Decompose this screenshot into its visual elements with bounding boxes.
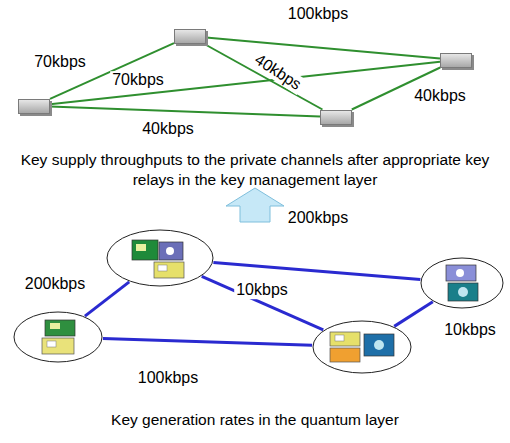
link-line [213,262,420,279]
link-line [103,338,312,345]
rate-label: 40kbps [412,87,468,105]
qkd-site-ellipse [312,320,412,374]
ellipse-outline [107,230,213,286]
qkd-site-ellipse [106,229,214,287]
ellipse-outline [13,311,103,363]
ellipse-outline [14,312,102,362]
link-line [50,107,320,117]
ellipse-outline [106,229,214,287]
rate-label: 40kbps [250,49,306,94]
rate-label: 100kbps [136,369,201,387]
rate-label: 40kbps [140,120,196,138]
qkd-site-ellipse [13,311,103,363]
device-group [446,265,478,301]
link-line [206,37,440,58]
ellipse-outline [313,321,411,373]
qkd-site-ellipse [420,257,504,309]
rate-label: 10kbps [234,281,290,299]
rate-label: 200kbps [286,209,351,227]
device-group [132,240,184,278]
ellipse-outline [312,320,412,374]
layer-caption: Key generation rates in the quantum laye… [20,410,490,430]
rate-label: 200kbps [23,275,88,293]
link-line [50,43,174,99]
rate-label: 70kbps [110,71,166,89]
rate-label: 70kbps [32,53,88,71]
link-line [202,276,324,330]
key-node-box [18,99,50,114]
ellipse-outline [421,258,503,308]
link-line [50,62,440,105]
rate-label: 100kbps [286,5,351,23]
rate-label: 10kbps [442,321,498,339]
link-line [85,282,129,316]
link-line [394,302,433,327]
ellipse-outline [420,257,504,309]
up-arrow [226,188,284,222]
key-node-box [440,53,472,68]
key-node-box [174,29,206,44]
key-node-box [320,110,352,125]
device-group [330,332,394,362]
layer-caption: Key supply throughputs to the private ch… [20,150,490,190]
device-group [42,320,75,354]
